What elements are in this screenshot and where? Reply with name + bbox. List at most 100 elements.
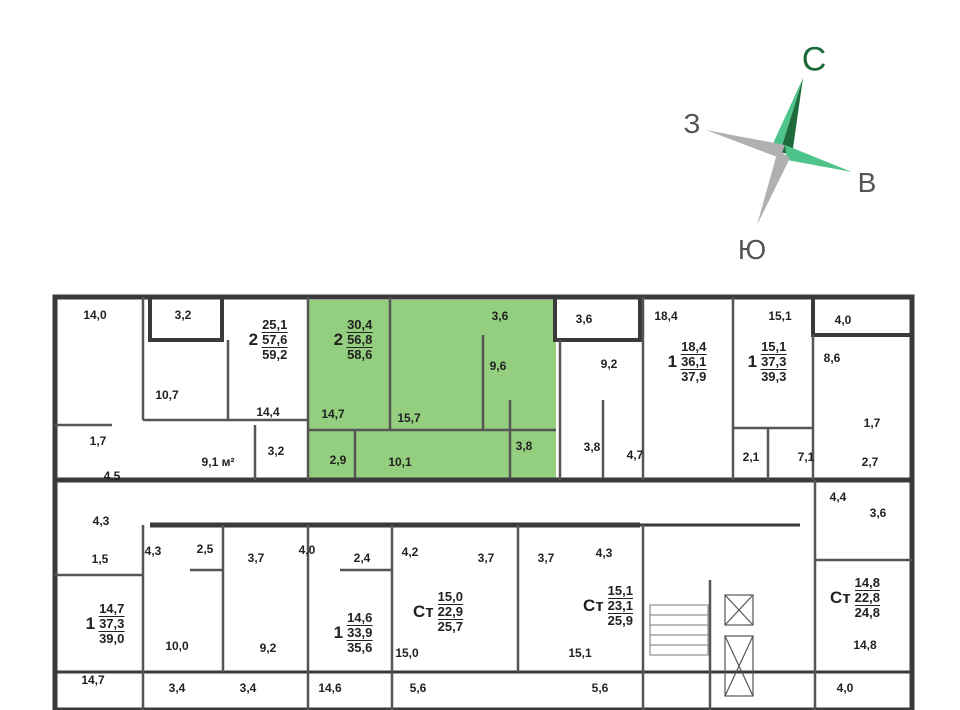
apartment-type: 2 bbox=[333, 330, 344, 349]
living-area: 14,8 bbox=[854, 575, 880, 591]
stairs-icon bbox=[649, 604, 709, 656]
walls bbox=[52, 294, 915, 710]
room-area: 14,7 bbox=[81, 673, 105, 687]
room-area: 3,4 bbox=[168, 681, 186, 695]
room-area: 14,0 bbox=[83, 308, 107, 322]
compass-north-label: С bbox=[801, 40, 827, 79]
total-area: 22,9 bbox=[437, 604, 463, 620]
room-area: 3,6 bbox=[869, 506, 887, 520]
room-area: 9,1 м² bbox=[201, 455, 235, 469]
total-area-balcony: 58,6 bbox=[347, 347, 373, 362]
room-area: 14,4 bbox=[256, 405, 280, 419]
total-area-balcony: 35,6 bbox=[347, 640, 373, 655]
living-area: 30,4 bbox=[347, 317, 373, 333]
room-area: 15,0 bbox=[395, 646, 419, 660]
room-area: 3,7 bbox=[537, 551, 555, 565]
room-area: 4,0 bbox=[298, 543, 316, 557]
room-area: 9,2 bbox=[600, 357, 618, 371]
apartment-type: Ст bbox=[583, 596, 604, 615]
elevator-icon bbox=[724, 594, 754, 697]
total-area: 56,8 bbox=[347, 332, 373, 348]
room-area: 14,7 bbox=[321, 407, 345, 421]
room-area: 14,8 bbox=[853, 638, 877, 652]
apartment-type: 1 bbox=[333, 623, 344, 642]
compass-west-label: З bbox=[683, 108, 701, 139]
room-area: 2,4 bbox=[353, 551, 371, 565]
room-area: 8,6 bbox=[823, 351, 841, 365]
room-area: 3,8 bbox=[583, 440, 601, 454]
room-area: 10,0 bbox=[165, 639, 189, 653]
living-area: 15,1 bbox=[607, 583, 633, 599]
apartment-type: 1 bbox=[747, 352, 758, 371]
room-area: 4,3 bbox=[144, 544, 162, 558]
total-area: 37,3 bbox=[99, 616, 125, 632]
total-area-balcony: 39,0 bbox=[99, 631, 125, 646]
room-area: 9,6 bbox=[489, 359, 507, 373]
apartment-type: 1 bbox=[667, 352, 678, 371]
highlighted-apartment[interactable] bbox=[308, 300, 556, 478]
room-area: 3,2 bbox=[174, 308, 192, 322]
room-area: 4,7 bbox=[626, 448, 644, 462]
living-area: 15,1 bbox=[761, 339, 787, 355]
total-area: 36,1 bbox=[681, 354, 707, 370]
room-area: 15,1 bbox=[768, 309, 792, 323]
apartment-type: Ст bbox=[413, 602, 434, 621]
room-area: 3,8 bbox=[515, 439, 533, 453]
room-area: 1,7 bbox=[89, 434, 107, 448]
room-area: 3,7 bbox=[477, 551, 495, 565]
apartment-type: Ст bbox=[830, 588, 851, 607]
room-area: 4,0 bbox=[836, 681, 854, 695]
room-area: 5,6 bbox=[409, 681, 427, 695]
total-area-balcony: 24,8 bbox=[854, 605, 880, 620]
room-area: 4,3 bbox=[92, 514, 110, 528]
room-area: 10,7 bbox=[155, 388, 179, 402]
room-area: 9,2 bbox=[259, 641, 277, 655]
room-area: 4,0 bbox=[834, 313, 852, 327]
compass-rose-icon bbox=[706, 78, 852, 225]
compass-east-label: В bbox=[857, 167, 877, 198]
room-area: 7,1 bbox=[797, 450, 815, 464]
total-area: 23,1 bbox=[607, 598, 633, 614]
room-area: 3,6 bbox=[575, 312, 593, 326]
room-area: 15,1 bbox=[568, 646, 592, 660]
total-area-balcony: 39,3 bbox=[761, 369, 787, 384]
room-area: 14,6 bbox=[318, 681, 342, 695]
total-area: 37,3 bbox=[761, 354, 787, 370]
room-area: 4,4 bbox=[829, 490, 847, 504]
room-area: 3,2 bbox=[267, 444, 285, 458]
room-area: 3,4 bbox=[239, 681, 257, 695]
room-area: 18,4 bbox=[654, 309, 678, 323]
room-area: 2,9 bbox=[329, 453, 347, 467]
room-area: 4,2 bbox=[401, 545, 419, 559]
room-area: 4,3 bbox=[595, 546, 613, 560]
room-area: 15,7 bbox=[397, 411, 421, 425]
room-area: 5,6 bbox=[591, 681, 609, 695]
total-area-balcony: 59,2 bbox=[262, 347, 288, 362]
room-area: 3,6 bbox=[491, 309, 509, 323]
room-area: 1,5 bbox=[91, 552, 109, 566]
room-area: 4,5 bbox=[103, 469, 121, 483]
room-area: 2,5 bbox=[196, 542, 214, 556]
room-area: 3,7 bbox=[247, 551, 265, 565]
living-area: 25,1 bbox=[262, 317, 288, 333]
total-area: 33,9 bbox=[347, 625, 373, 641]
partitions bbox=[55, 297, 912, 710]
living-area: 18,4 bbox=[681, 339, 707, 355]
room-area: 2,1 bbox=[742, 450, 760, 464]
room-area: 10,1 bbox=[388, 455, 412, 469]
compass-south-label: Ю bbox=[737, 234, 767, 265]
total-area-balcony: 25,9 bbox=[607, 613, 633, 628]
room-area: 1,7 bbox=[863, 416, 881, 430]
room-area: 2,7 bbox=[861, 455, 879, 469]
apartment-type: 1 bbox=[85, 614, 96, 633]
